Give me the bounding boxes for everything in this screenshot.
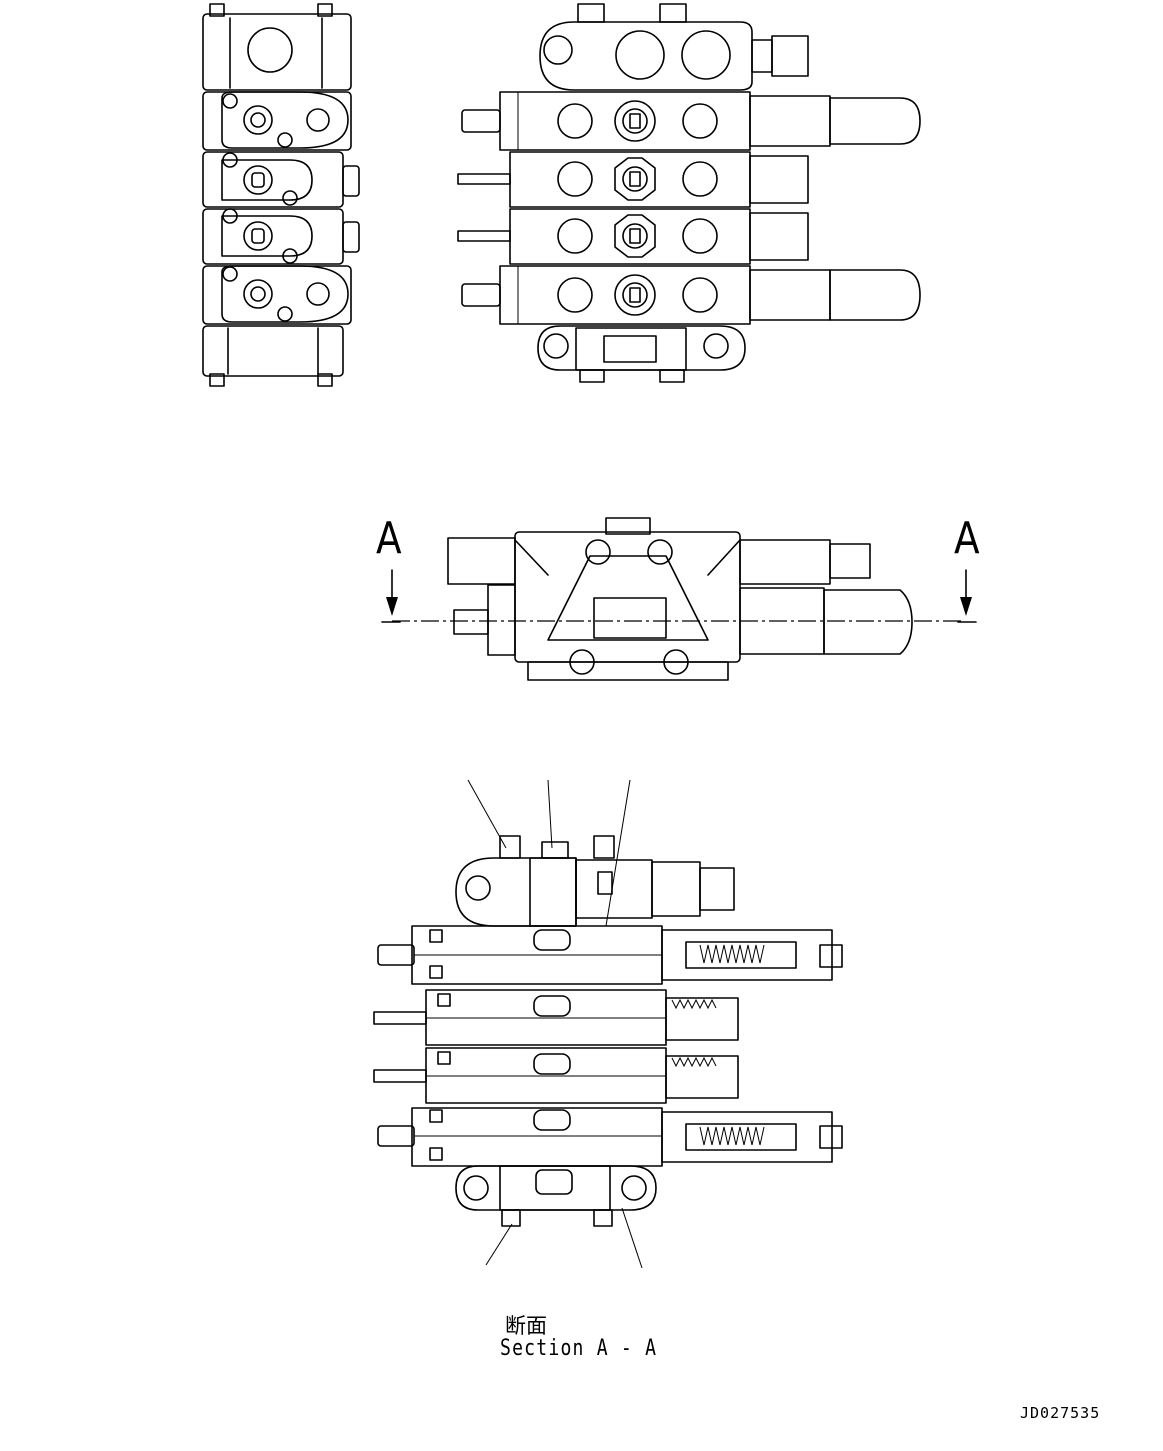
cut-marker-left: A: [376, 513, 402, 564]
top-view: [381, 517, 977, 681]
cut-marker-right: A: [954, 513, 980, 564]
section-a-a: [373, 779, 843, 1269]
section-label-jp: 断面: [505, 1314, 547, 1338]
drawing-code: JD027535: [1020, 1404, 1101, 1422]
side-view: [202, 3, 360, 387]
section-label-en: Section A - A: [500, 1336, 658, 1361]
front-view: [457, 3, 921, 383]
